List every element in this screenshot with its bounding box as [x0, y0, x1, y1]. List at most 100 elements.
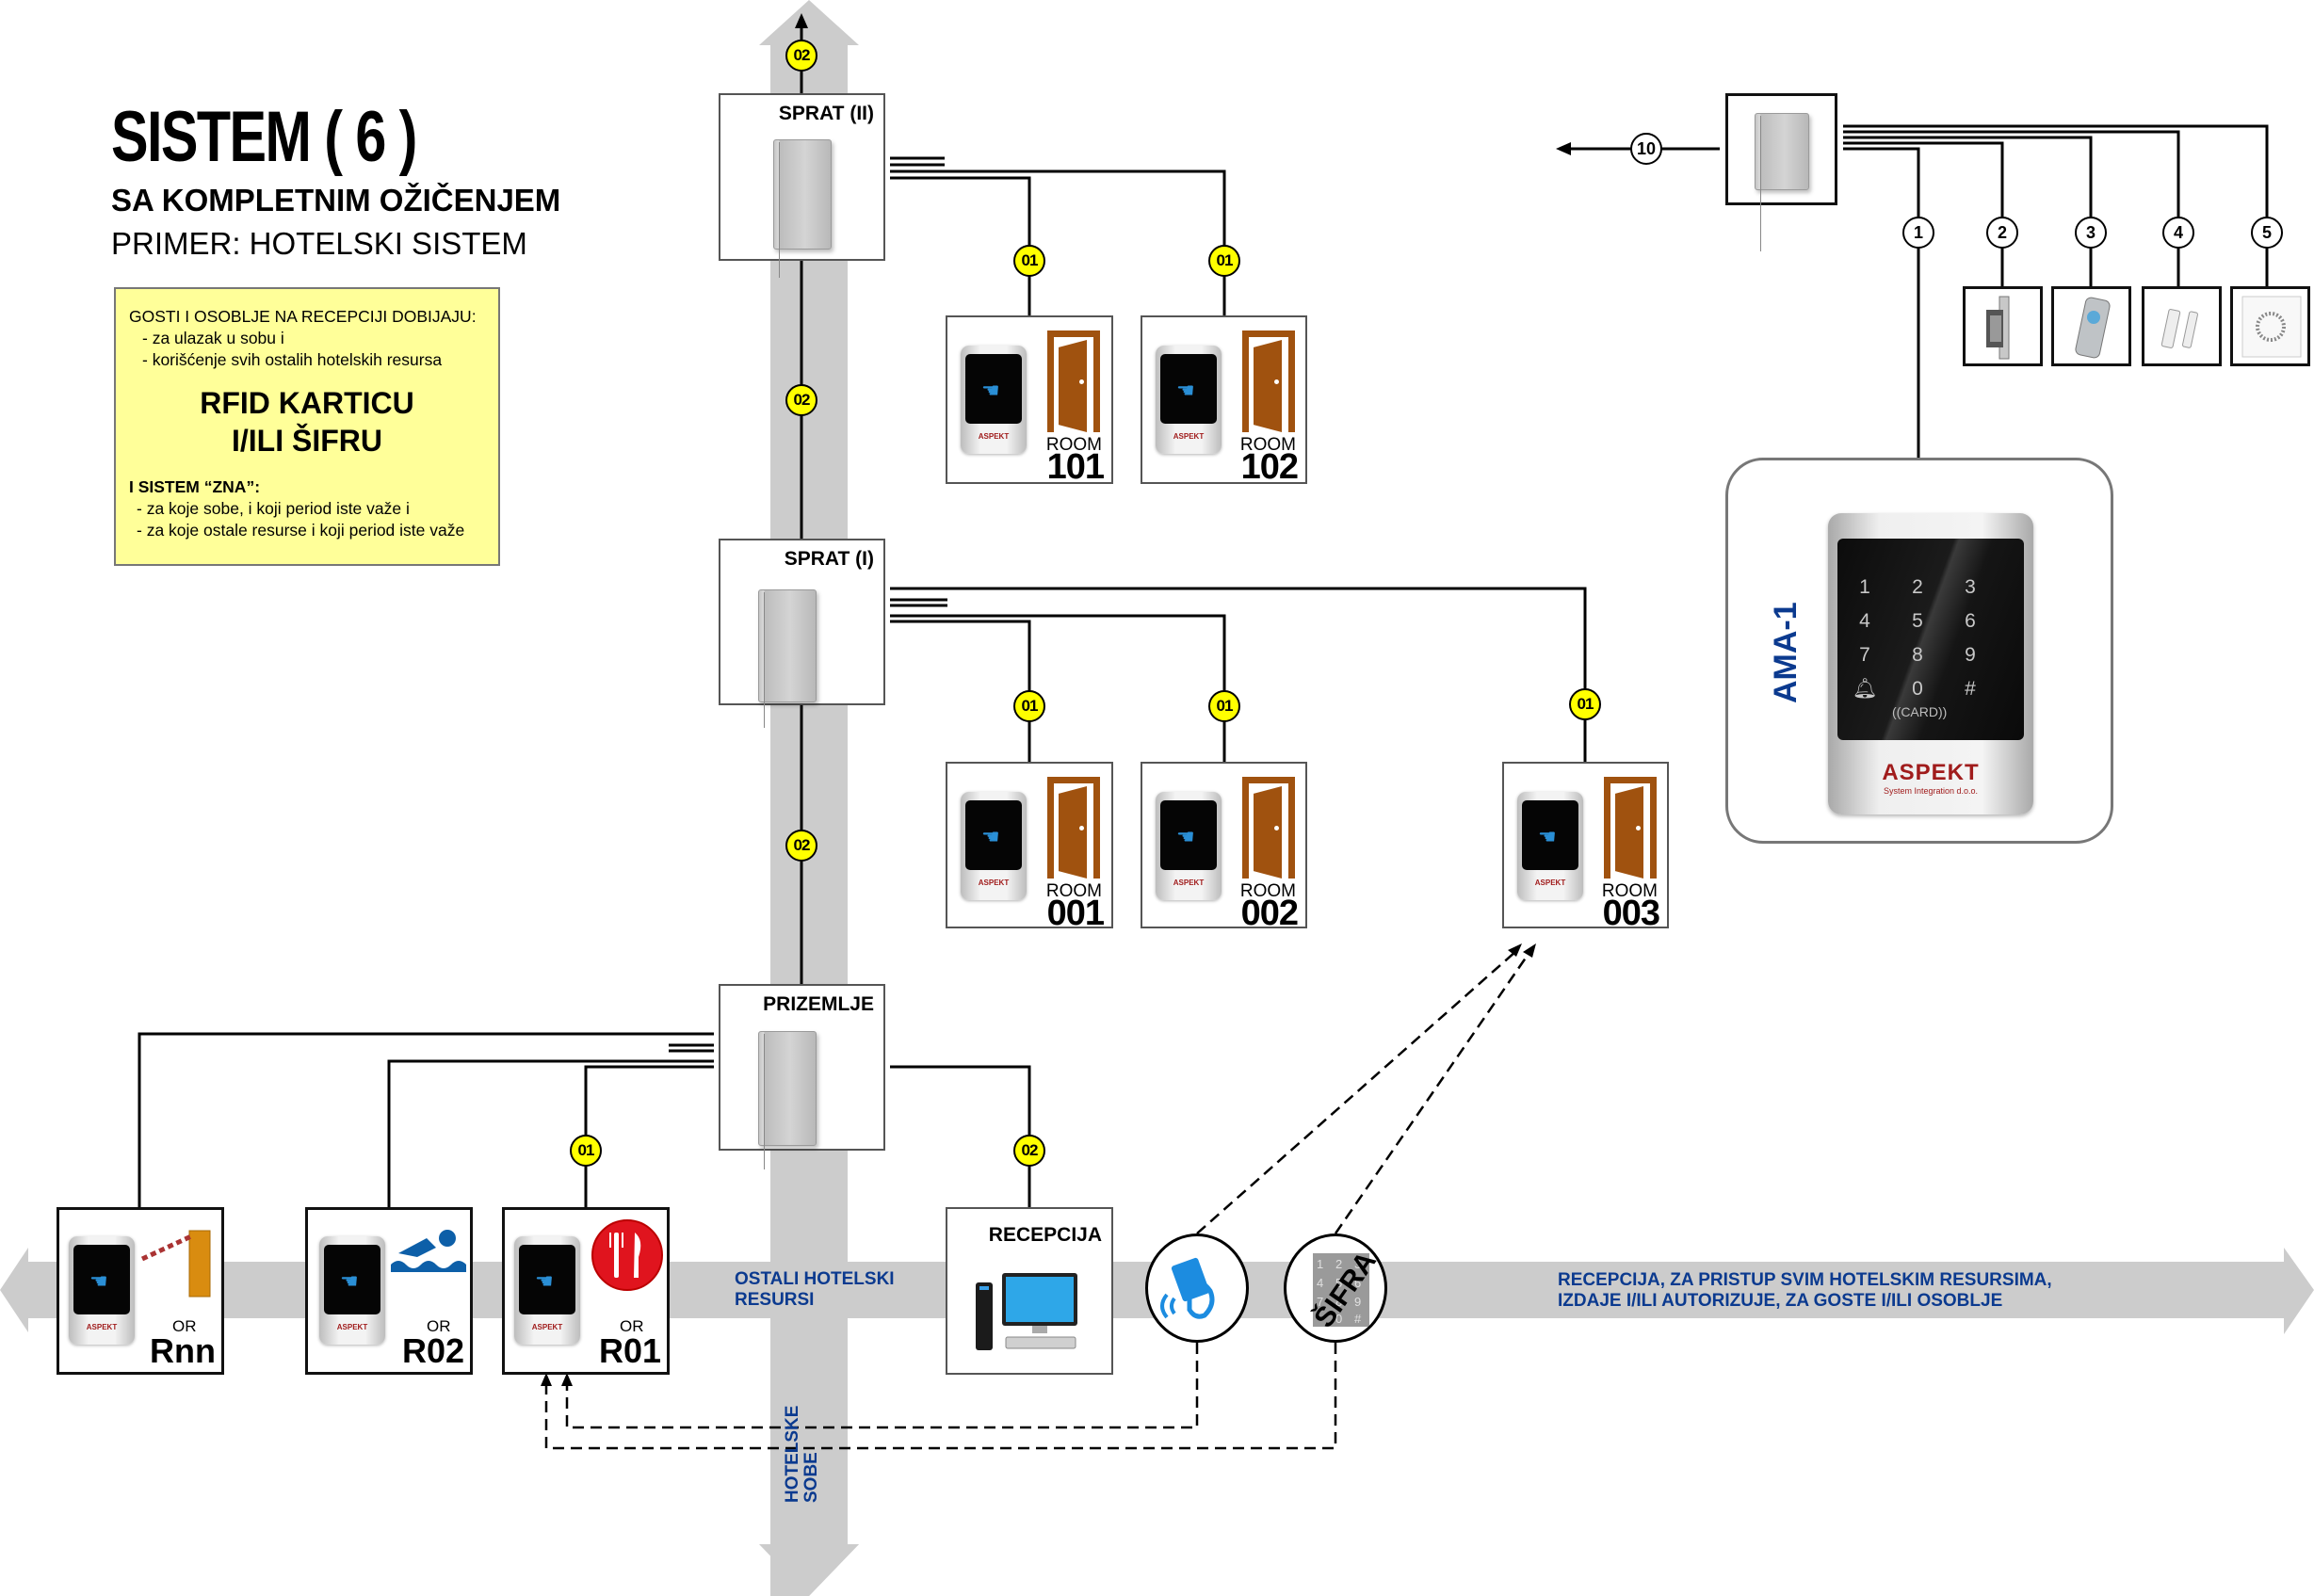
speaker-icon — [2241, 296, 2302, 358]
note-highlight-line: I/ILI ŠIFRU — [232, 424, 382, 458]
note-system-item: - za koje sobe, i koji period iste važe … — [137, 499, 410, 518]
controller-sprat-1[interactable]: SPRAT (I) — [719, 539, 885, 728]
door-icon — [1242, 777, 1295, 879]
card-reader-icon: ☚ ASPEKT — [69, 1236, 135, 1345]
vertical-arrow-down-head — [759, 1544, 859, 1596]
room-word: ROOM — [1239, 881, 1296, 901]
note-system-heading: I SISTEM “ZNA”: — [129, 477, 261, 496]
card-reader-icon: ☚ ASPEKT — [1517, 792, 1583, 900]
cable-badge: 01 — [1013, 690, 1045, 722]
port-badge: 3 — [2075, 217, 2107, 249]
port-badge: 2 — [1986, 217, 2018, 249]
keypad-key[interactable]: 0 — [1912, 678, 1923, 700]
ama-1-device-panel[interactable]: AMA-1 1 2 3 4 5 6 7 8 9 🔔︎ 0 # ((CARD)) … — [1725, 458, 2113, 844]
or-label: OR — [427, 1317, 451, 1335]
hand-card-icon: ☚ — [89, 1269, 108, 1293]
port-badge: 1 — [1902, 217, 1934, 249]
note-intro-item: - za ulazak u sobu i — [142, 329, 284, 347]
brand-subtitle: System Integration d.o.o. — [1883, 786, 1979, 796]
exit-button-icon — [2075, 297, 2111, 359]
keypad-key[interactable]: 8 — [1912, 644, 1923, 666]
reader-brand: ASPEKT — [86, 1323, 118, 1331]
room-word: ROOM — [1601, 881, 1658, 901]
room-word: ROOM — [1045, 435, 1102, 455]
reader-brand: ASPEKT — [1534, 879, 1566, 887]
room-word: ROOM — [1239, 435, 1296, 455]
or-label: OR — [172, 1317, 197, 1335]
room-number: 003 — [1602, 894, 1660, 933]
reception-card[interactable]: RECEPCIJA — [946, 1207, 1113, 1375]
note-intro: GOSTI I OSOBLJE NA RECEPCIJI DOBIJAJU: — [129, 307, 477, 326]
cable-badge: 02 — [785, 384, 817, 416]
resource-card-r02[interactable]: ☚ASPEKT OR R02 — [305, 1207, 473, 1375]
rfid-card-icon — [1160, 1257, 1215, 1319]
room-card[interactable]: ☚ASPEKT ROOM 001 — [946, 762, 1113, 931]
keypad-key[interactable]: 4 — [1859, 610, 1870, 632]
device-door-contact[interactable] — [2142, 286, 2222, 366]
controller-label: SPRAT (I) — [784, 548, 874, 570]
svg-text:1: 1 — [1317, 1257, 1323, 1271]
svg-text:5: 5 — [1335, 1276, 1342, 1290]
reader-brand: ASPEKT — [1173, 432, 1205, 441]
swimming-pool-icon — [391, 1230, 466, 1272]
device-speaker[interactable] — [2230, 286, 2310, 366]
uplink-arrowhead — [1556, 142, 1571, 155]
reader-brand: ASPEKT — [978, 879, 1010, 887]
keypad-key[interactable]: 5 — [1912, 610, 1923, 632]
keypad-key[interactable]: 1 — [1859, 576, 1870, 598]
card-reader-icon: ☚ASPEKT — [961, 346, 1027, 454]
vertical-arrow — [759, 0, 859, 1596]
resource-card-rnn[interactable]: ☚ASPEKT OR Rnn — [57, 1207, 224, 1375]
reception-description: RECEPCIJA, ZA PRISTUP SVIM HOTELSKIM RES… — [1558, 1270, 2052, 1312]
bell-icon[interactable]: 🔔︎ — [1852, 678, 1878, 700]
room-card[interactable]: ☚ASPEKT ROOM 002 — [1141, 762, 1307, 931]
hotel-rooms-label: HOTELSKE SOBE — [783, 1406, 821, 1503]
controller-sprat-2[interactable]: SPRAT (II) — [719, 93, 885, 278]
cable-badge: 02 — [785, 830, 817, 862]
port-badge: 5 — [2251, 217, 2283, 249]
door-controller[interactable] — [1725, 93, 1837, 251]
rfid-card-circle[interactable] — [1145, 1233, 1249, 1343]
device-model-label: AMA-1 — [1768, 602, 1804, 703]
card-reader-icon: ☚ASPEKT — [1156, 792, 1222, 900]
or-label: OR — [620, 1317, 644, 1335]
cabinet-icon — [773, 139, 832, 278]
cabinet-icon — [758, 589, 817, 728]
card-reader-icon: ☚ASPEKT — [319, 1236, 385, 1345]
info-note: GOSTI I OSOBLJE NA RECEPCIJI DOBIJAJU: -… — [114, 287, 500, 566]
label-line: IZDAJE I/ILI AUTORIZUJE, ZA GOSTE I/ILI … — [1558, 1291, 2003, 1311]
hand-card-icon: ☚ — [981, 379, 1000, 402]
device-electric-strike[interactable] — [1963, 286, 2043, 366]
keypad-key[interactable]: # — [1965, 678, 1976, 700]
card-reader-icon: ☚ASPEKT — [961, 792, 1027, 900]
device-exit-button[interactable] — [2051, 286, 2131, 366]
keypad-key[interactable]: 9 — [1965, 644, 1976, 666]
cable-badge: 02 — [1013, 1135, 1045, 1167]
keypad-key[interactable]: 6 — [1965, 610, 1976, 632]
other-resources-label: OSTALI HOTELSKI RESURSI — [735, 1269, 895, 1311]
resource-card-r01[interactable]: ☚ASPEKT OR R01 — [502, 1207, 670, 1375]
svg-text:7: 7 — [1317, 1295, 1323, 1309]
note-highlight: RFID KARTICU I/ILI ŠIFRU — [129, 384, 485, 459]
keypad-key[interactable]: 2 — [1912, 576, 1923, 598]
hand-card-icon: ☚ — [535, 1269, 554, 1293]
cable-badge: 01 — [1208, 245, 1240, 277]
hand-card-icon: ☚ — [1176, 825, 1195, 848]
hand-card-icon: ☚ — [1538, 825, 1557, 848]
room-card[interactable]: ☚ ASPEKT ROOM 003 — [1502, 762, 1669, 933]
page-example-label: PRIMER: HOTELSKI SISTEM — [111, 226, 527, 261]
controller-prizemlje[interactable]: PRIZEMLJE — [719, 984, 885, 1169]
keypad-key[interactable]: 7 — [1859, 644, 1870, 666]
room-card[interactable]: ☚ASPEKT ROOM 101 — [946, 315, 1113, 485]
label-line: OSTALI HOTELSKI — [735, 1269, 895, 1289]
cable-badge: 01 — [1569, 688, 1601, 720]
cable-badge: 01 — [1013, 245, 1045, 277]
svg-text:9: 9 — [1354, 1295, 1361, 1309]
door-icon — [1604, 777, 1657, 879]
reception-label: RECEPCIJA — [988, 1224, 1102, 1246]
reader-brand: ASPEKT — [531, 1323, 563, 1331]
keypad-key[interactable]: 3 — [1965, 576, 1976, 598]
room-card[interactable]: ☚ASPEKT ROOM 102 — [1141, 315, 1307, 485]
card-reader-icon: ☚ASPEKT — [1156, 346, 1222, 454]
